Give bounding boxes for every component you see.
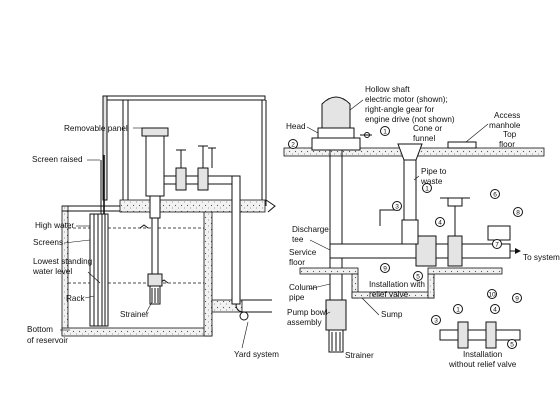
label-bottom-2: of reservoir: [27, 336, 68, 345]
label-cone-1: Cone or: [413, 124, 442, 133]
callout-3b: [431, 315, 441, 325]
label-column-2: pipe: [289, 293, 305, 302]
service-floor-and-sump: [299, 267, 503, 299]
callout-1b: [422, 183, 432, 193]
water-levels: [68, 224, 204, 284]
label-strainer-left: Strainer: [120, 310, 149, 319]
callout-6: [490, 189, 500, 199]
motor-and-head: [311, 96, 372, 151]
label-sump: Sump: [381, 310, 403, 319]
label-strainer-right: Strainer: [345, 351, 374, 360]
label-screens: Screens: [33, 238, 63, 247]
label-top-2: floor: [499, 140, 515, 149]
label-lowest-standing-2: water level: [32, 267, 72, 276]
callout-9b: [512, 293, 522, 303]
label-top-1: Top: [503, 130, 517, 139]
label-pumpbowl-2: assembly: [287, 318, 322, 327]
label-motor-3: right-angle gear for: [365, 105, 434, 114]
label-motor-1: Hollow shaft: [365, 85, 410, 94]
right-labels: Hollow shaft electric motor (shown); rig…: [286, 85, 560, 369]
label-pipe-waste-2: waste: [420, 177, 443, 186]
label-high-water: High water: [35, 221, 74, 230]
svg-text:8: 8: [516, 209, 520, 216]
label-norelief-2: without relief valve: [448, 360, 517, 369]
label-rack: Rack: [66, 294, 86, 303]
label-removable-panel: Removable panel: [64, 124, 128, 133]
svg-text:1: 1: [425, 185, 429, 192]
svg-text:3: 3: [434, 317, 438, 324]
right-installation-diagram: 2 1 1 3 4 6 8 7 9 5 10 9 3 1: [283, 85, 560, 369]
label-discharge-1: Discharge: [292, 225, 329, 234]
label-service-2: floor: [289, 258, 305, 267]
label-motor-4: engine drive (not shown): [365, 115, 455, 124]
callout-4a: [435, 217, 445, 227]
svg-text:10: 10: [488, 291, 496, 298]
svg-text:5: 5: [510, 341, 514, 348]
svg-text:1: 1: [383, 128, 387, 135]
label-pipe-waste-1: Pipe to: [421, 167, 447, 176]
label-access-1: Access: [494, 111, 520, 120]
label-lowest-standing-1: Lowest standing: [33, 257, 93, 266]
left-discharge-piping: [163, 145, 260, 321]
svg-text:5: 5: [416, 273, 420, 280]
callout-2a: [288, 139, 298, 149]
left-labels: Removable panel Screen raised High water…: [27, 124, 279, 359]
label-access-2: manhole: [489, 121, 521, 130]
label-to-system: To system: [523, 253, 560, 262]
label-screen-raised: Screen raised: [32, 155, 83, 164]
svg-text:4: 4: [438, 219, 442, 226]
pump-house-structure: [102, 95, 267, 206]
callout-4b: [490, 304, 500, 314]
label-discharge-2: tee: [292, 235, 304, 244]
svg-text:9: 9: [383, 265, 387, 272]
label-bottom-1: Bottom: [27, 325, 53, 334]
label-norelief-1: Installation: [463, 350, 503, 359]
left-pump-house-diagram: Removable panel Screen raised High water…: [27, 95, 279, 359]
label-head: Head: [286, 122, 306, 131]
callout-1c: [453, 304, 463, 314]
label-cone-2: funnel: [413, 134, 435, 143]
left-vertical-pump: [141, 127, 169, 305]
callout-9a: [380, 263, 390, 273]
svg-text:1: 1: [456, 306, 460, 313]
callout-7: [492, 239, 502, 249]
callout-5a: [413, 271, 423, 281]
svg-text:6: 6: [493, 191, 497, 198]
label-column-1: Column: [289, 283, 318, 292]
installation-without-relief: [439, 321, 521, 349]
discharge-pipe: [329, 143, 521, 267]
svg-text:9: 9: [515, 295, 519, 302]
label-motor-2: electric motor (shown);: [365, 95, 448, 104]
screens-and-rack: [89, 155, 109, 327]
callout-5b: [507, 339, 517, 349]
svg-text:3: 3: [395, 203, 399, 210]
label-yard-system: Yard system: [234, 350, 279, 359]
svg-text:4: 4: [493, 306, 497, 313]
column-pipe: [325, 150, 347, 353]
svg-text:7: 7: [495, 241, 499, 248]
callout-1a: [380, 126, 390, 136]
callout-10: [487, 289, 497, 299]
callout-3a: [392, 201, 402, 211]
callout-8: [513, 207, 523, 217]
label-pumpbowl-1: Pump bowl: [287, 308, 328, 317]
callout-markers: 2 1 1 3 4 6 8 7 9 5 10 9 3 1: [288, 126, 523, 349]
label-relief-1: Installation with: [369, 280, 425, 289]
label-service-1: Service: [289, 248, 317, 257]
svg-text:2: 2: [291, 141, 295, 148]
label-relief-2: relief valve: [369, 290, 409, 299]
